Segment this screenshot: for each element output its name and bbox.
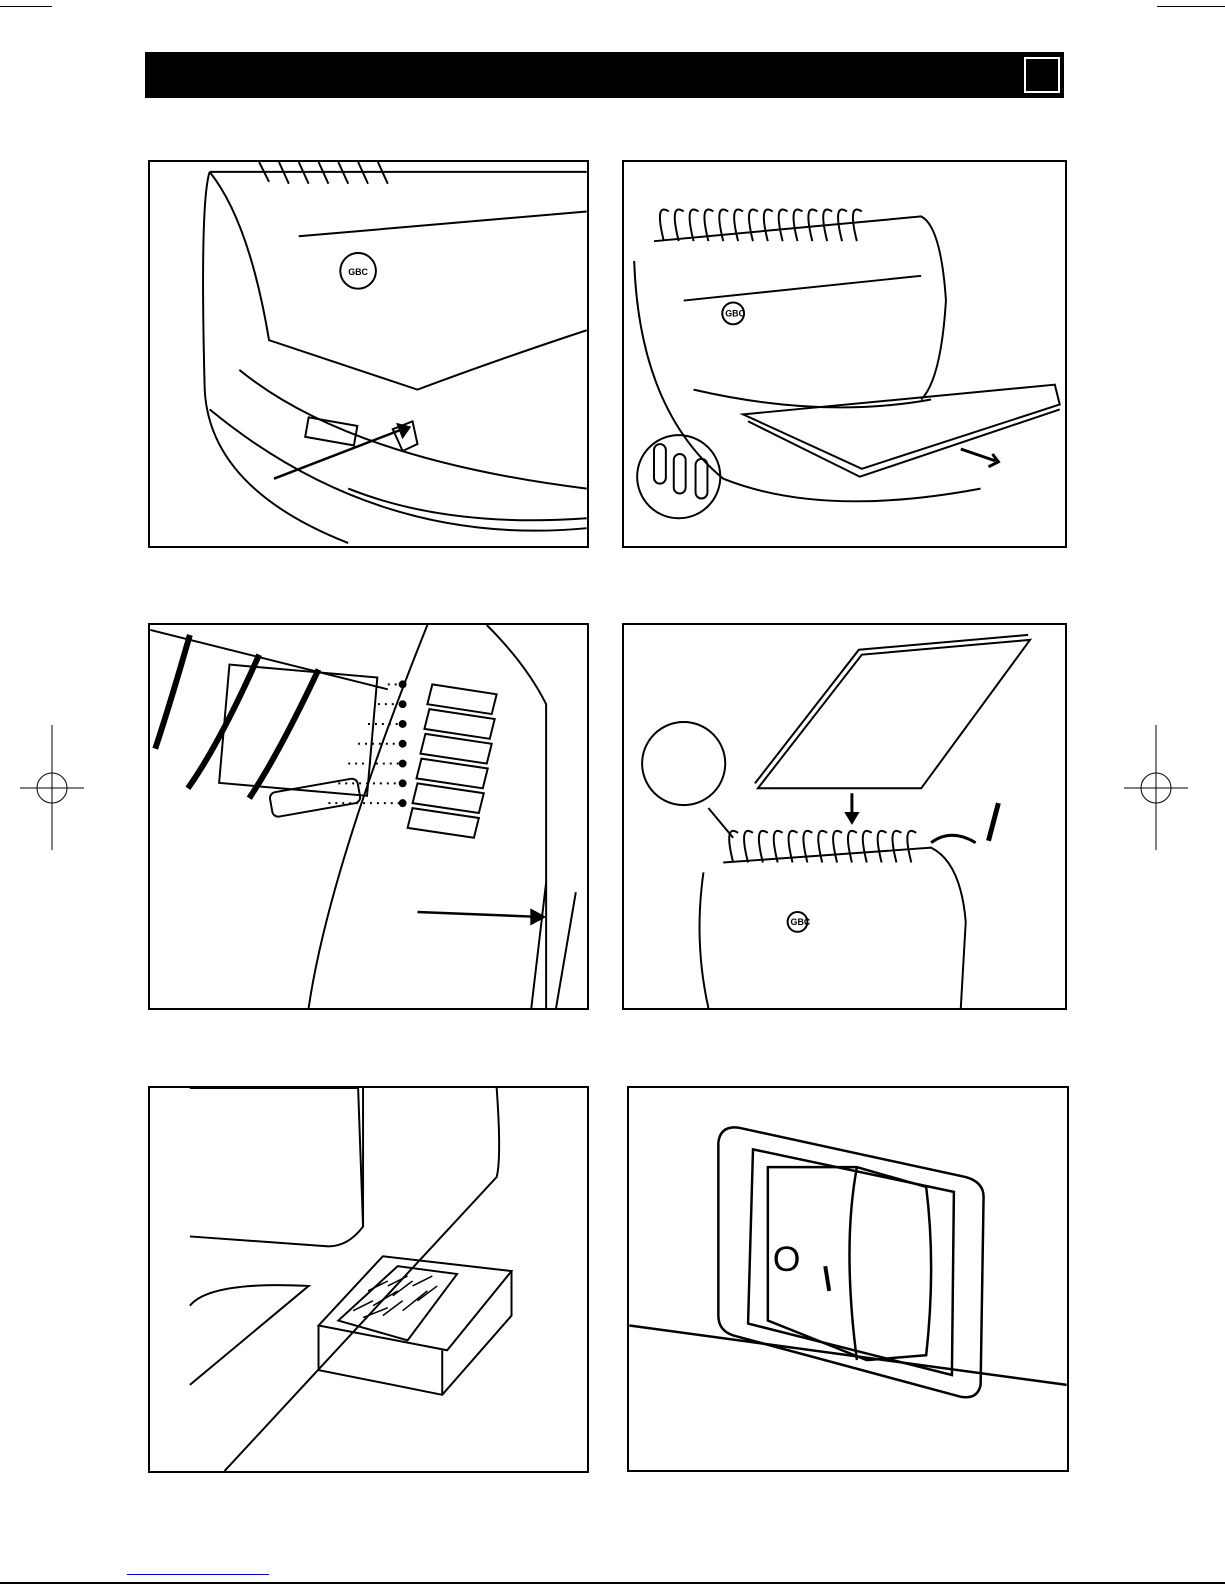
illustration-panel-6-power-switch: O bbox=[627, 1086, 1069, 1472]
illustration-panel-4-bind-document: GBC bbox=[622, 623, 1067, 1010]
gbc-logo: GBC bbox=[348, 267, 368, 277]
page-number-box bbox=[1024, 57, 1060, 93]
crop-mark-top-left bbox=[0, 6, 52, 7]
page-bottom-rule bbox=[0, 1582, 1225, 1584]
switch-off-symbol: O bbox=[773, 1239, 801, 1279]
illustration-panel-5-chip-tray bbox=[148, 1086, 589, 1473]
gbc-logo: GBC bbox=[725, 308, 745, 318]
crop-mark-top-right bbox=[1157, 6, 1225, 7]
section-header-bar bbox=[145, 52, 1064, 98]
illustration-panel-1-machine-front: GBC bbox=[148, 160, 589, 548]
illustration-panel-3-punch-depth-selector bbox=[148, 623, 589, 1010]
registration-mark-right bbox=[1124, 725, 1188, 850]
gbc-logo: GBC bbox=[791, 917, 811, 927]
link-underline[interactable] bbox=[127, 1574, 269, 1575]
illustration-panel-2-insert-paper: GBC bbox=[622, 160, 1067, 548]
registration-mark-left bbox=[20, 725, 84, 850]
